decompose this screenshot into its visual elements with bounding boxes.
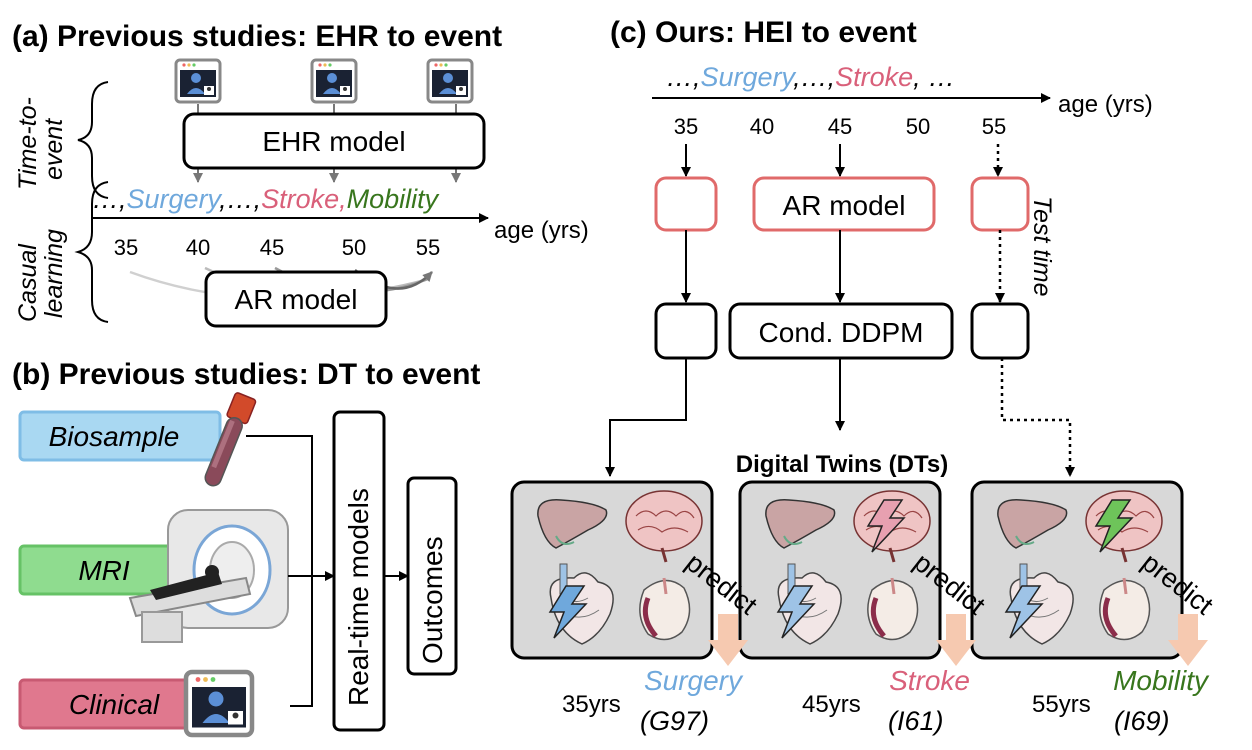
ehr-model-label: EHR model bbox=[262, 126, 405, 157]
outcome-name-2: Stroke bbox=[889, 665, 970, 696]
ehr-screen-icon-3 bbox=[426, 58, 474, 104]
panel-c-title: (c) Ours: HEI to event bbox=[610, 16, 917, 49]
ar-box-35 bbox=[654, 176, 718, 232]
tick-c-55: 55 bbox=[982, 114, 1006, 139]
outcome-age-1: 35yrs bbox=[562, 691, 621, 718]
side-label-time-to-event-1: Time-to- bbox=[14, 97, 42, 190]
test-tube-icon bbox=[204, 392, 257, 487]
test-time-label: Test time bbox=[1028, 196, 1056, 297]
ehr-screen-icon-1 bbox=[174, 58, 222, 104]
predict-arrow-3 bbox=[1168, 614, 1208, 666]
realtime-models-label: Real-time models bbox=[343, 488, 374, 706]
ehr-model-box bbox=[182, 112, 486, 170]
digital-twins-label: Digital Twins (DTs) bbox=[736, 451, 948, 478]
ar-model-label-a: AR model bbox=[235, 284, 358, 315]
realtime-models-box bbox=[332, 410, 386, 732]
predict-arrow-2 bbox=[936, 614, 976, 666]
event-sequence-c: …,Surgery,…,Stroke, … bbox=[666, 62, 955, 92]
tick-c-45: 45 bbox=[828, 114, 852, 139]
outcome-name-1: Surgery bbox=[644, 665, 744, 696]
ar-model-label-c: AR model bbox=[783, 190, 906, 221]
outcome-code-2: (I61) bbox=[888, 706, 944, 736]
axis-label-a: age (yrs) bbox=[494, 217, 589, 244]
outcome-age-3: 55yrs bbox=[1032, 691, 1091, 718]
curly-brace-top bbox=[77, 81, 109, 199]
ar-model-box-c bbox=[752, 176, 936, 232]
outcomes-box bbox=[406, 476, 458, 676]
side-label-casual-learning-1: Casual bbox=[14, 243, 42, 322]
tick-a-55: 55 bbox=[416, 235, 440, 260]
mri-scanner-icon bbox=[128, 509, 289, 643]
biosample-label: Biosample bbox=[49, 421, 180, 452]
outcome-age-2: 45yrs bbox=[802, 691, 861, 718]
side-label-casual-learning-2: learning bbox=[40, 229, 68, 318]
ddpm-box-35 bbox=[654, 302, 718, 360]
curly-brace-bottom bbox=[74, 181, 109, 323]
clinical-label: Clinical bbox=[69, 689, 160, 720]
outcome-code-3: (I69) bbox=[1114, 706, 1170, 736]
connector-ddpm35-to-dt bbox=[605, 358, 687, 477]
tick-a-50: 50 bbox=[342, 235, 366, 260]
side-label-time-to-event-2: event bbox=[40, 118, 68, 180]
ar-model-box-a bbox=[204, 270, 388, 328]
ar-box-55 bbox=[970, 176, 1030, 232]
mri-label: MRI bbox=[78, 555, 130, 586]
panel-b-title: (b) Previous studies: DT to event bbox=[12, 358, 480, 391]
tick-a-35: 35 bbox=[114, 235, 138, 260]
tick-c-35: 35 bbox=[674, 114, 698, 139]
outcomes-label: Outcomes bbox=[417, 536, 448, 664]
ehr-screen-icon-2 bbox=[310, 58, 358, 104]
outcome-name-3: Mobility bbox=[1113, 665, 1210, 696]
tick-a-45: 45 bbox=[260, 235, 284, 260]
ddpm-label: Cond. DDPM bbox=[759, 317, 924, 348]
outcome-code-1: (G97) bbox=[640, 706, 709, 736]
tick-c-40: 40 bbox=[750, 114, 774, 139]
clinical-screen-icon bbox=[186, 672, 252, 735]
predict-arrow-1 bbox=[708, 614, 748, 666]
biosample-box bbox=[18, 410, 222, 462]
connector-ddpm55-to-dt bbox=[1000, 358, 1075, 477]
tick-a-40: 40 bbox=[186, 235, 210, 260]
event-sequence-a: …,Surgery,…,Stroke,Mobility bbox=[92, 184, 440, 214]
ddpm-box-55 bbox=[970, 302, 1030, 360]
axis-label-c: age (yrs) bbox=[1058, 91, 1153, 118]
panel-a-title: (a) Previous studies: EHR to event bbox=[12, 20, 502, 53]
tick-c-50: 50 bbox=[906, 114, 930, 139]
